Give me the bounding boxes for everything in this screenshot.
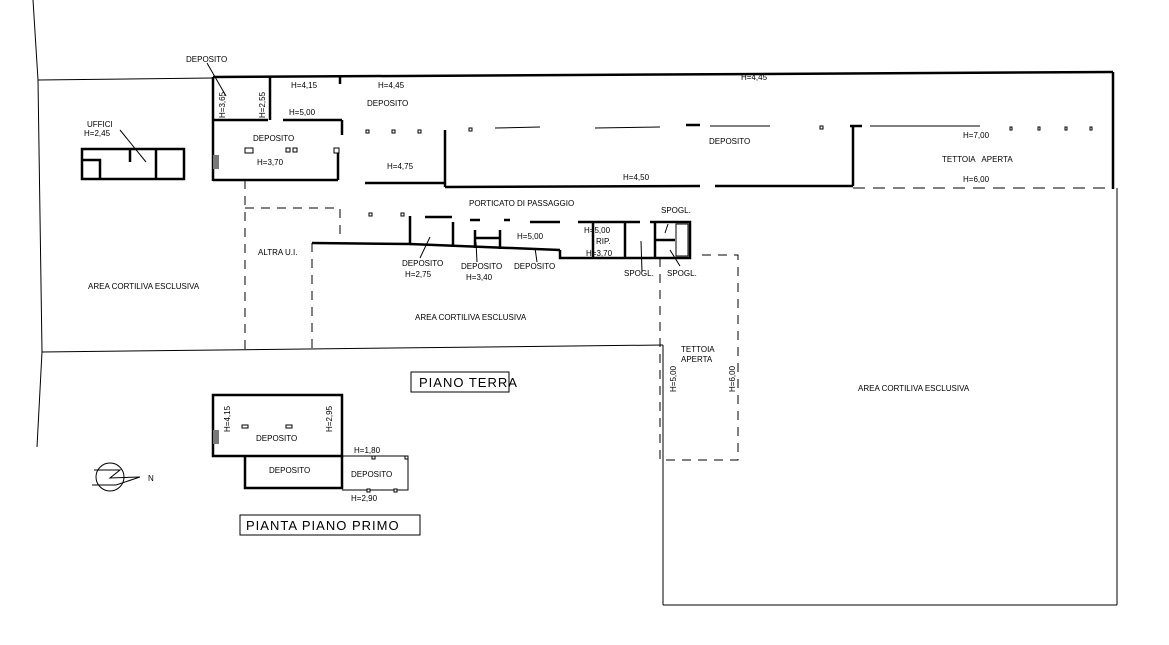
- height-label: H=4,15: [291, 81, 318, 90]
- north-label: N: [148, 474, 154, 483]
- height-label: H=4,45: [378, 81, 405, 90]
- height-label: H=4,45: [741, 73, 768, 82]
- height-label: H=1,80: [354, 446, 381, 455]
- site-boundaries: [32, 0, 1118, 606]
- first-floor-title: PIANTA PIANO PRIMO: [239, 514, 421, 536]
- dashed-areas: [244, 180, 739, 461]
- height-label: H=3,70: [586, 249, 613, 258]
- first-floor-walls: [211, 393, 409, 493]
- room-label: UFFICI: [87, 120, 113, 129]
- height-label: H=3,70: [257, 158, 284, 167]
- room-label: DEPOSITO: [514, 262, 555, 271]
- room-label: TETTOIA: [681, 345, 715, 354]
- room-label: APERTA: [681, 355, 713, 364]
- room-label: PORTICATO DI PASSAGGIO: [469, 199, 574, 208]
- leader-lines: [119, 62, 681, 273]
- room-label: SPOGL.: [661, 206, 691, 215]
- room-label: SPOGL.: [667, 269, 697, 278]
- room-label: DEPOSITO: [351, 470, 392, 479]
- ground-floor-walls: [80, 70, 1115, 260]
- room-label: ALTRA U.I.: [258, 248, 297, 257]
- first-floor-labels: H=4,15 H=2,95 DEPOSITO DEPOSITO DEPOSITO…: [223, 405, 392, 503]
- area-label: AREA CORTILIVA ESCLUSIVA: [88, 282, 200, 291]
- room-label: DEPOSITO: [709, 137, 750, 146]
- height-label: H=5,00: [669, 365, 678, 392]
- ground-floor-labels: DEPOSITO H=3,65 H=2,55 H=4,15 H=4,45 DEP…: [84, 55, 1013, 393]
- room-label: DEPOSITO: [269, 466, 310, 475]
- height-label: H=3,65: [218, 91, 227, 118]
- height-label: H=5,00: [517, 232, 544, 241]
- room-label: DEPOSITO: [186, 55, 227, 64]
- height-label: H=4,15: [223, 405, 232, 432]
- height-label: H=6,00: [963, 175, 990, 184]
- height-label: H=5,00: [289, 108, 316, 117]
- height-label: H=3,40: [466, 273, 493, 282]
- room-label: DEPOSITO: [253, 134, 294, 143]
- height-label: H=7,00: [963, 131, 990, 140]
- room-label: DEPOSITO: [256, 434, 297, 443]
- height-label: H=2,90: [351, 494, 378, 503]
- height-label: H=2,45: [84, 129, 111, 138]
- ground-floor-title: PIANO TERRA: [410, 371, 518, 393]
- height-label: H=2,95: [325, 405, 334, 432]
- height-label: H=4,75: [387, 162, 414, 171]
- height-label: H=2,55: [258, 91, 267, 118]
- height-label: H=5,00: [584, 226, 611, 235]
- stairs-icon: [675, 223, 689, 257]
- area-label: AREA CORTILIVA ESCLUSIVA: [858, 384, 970, 393]
- height-label: H=2,75: [405, 270, 432, 279]
- stairs-icon: [213, 155, 219, 169]
- height-label: H=4,50: [623, 173, 650, 182]
- area-label: AREA CORTILIVA ESCLUSIVA: [415, 313, 527, 322]
- title-text: PIANTA PIANO PRIMO: [246, 518, 400, 533]
- pillars: [244, 125, 1093, 217]
- north-arrow-icon: N: [92, 462, 154, 492]
- room-label: DEPOSITO: [402, 259, 443, 268]
- room-label: TETTOIA APERTA: [942, 155, 1013, 164]
- room-label: SPOGL.: [624, 269, 654, 278]
- room-label: RIP.: [596, 237, 611, 246]
- title-text: PIANO TERRA: [419, 375, 518, 390]
- room-label: DEPOSITO: [461, 262, 502, 271]
- height-label: H=6,00: [728, 365, 737, 392]
- room-label: DEPOSITO: [367, 99, 408, 108]
